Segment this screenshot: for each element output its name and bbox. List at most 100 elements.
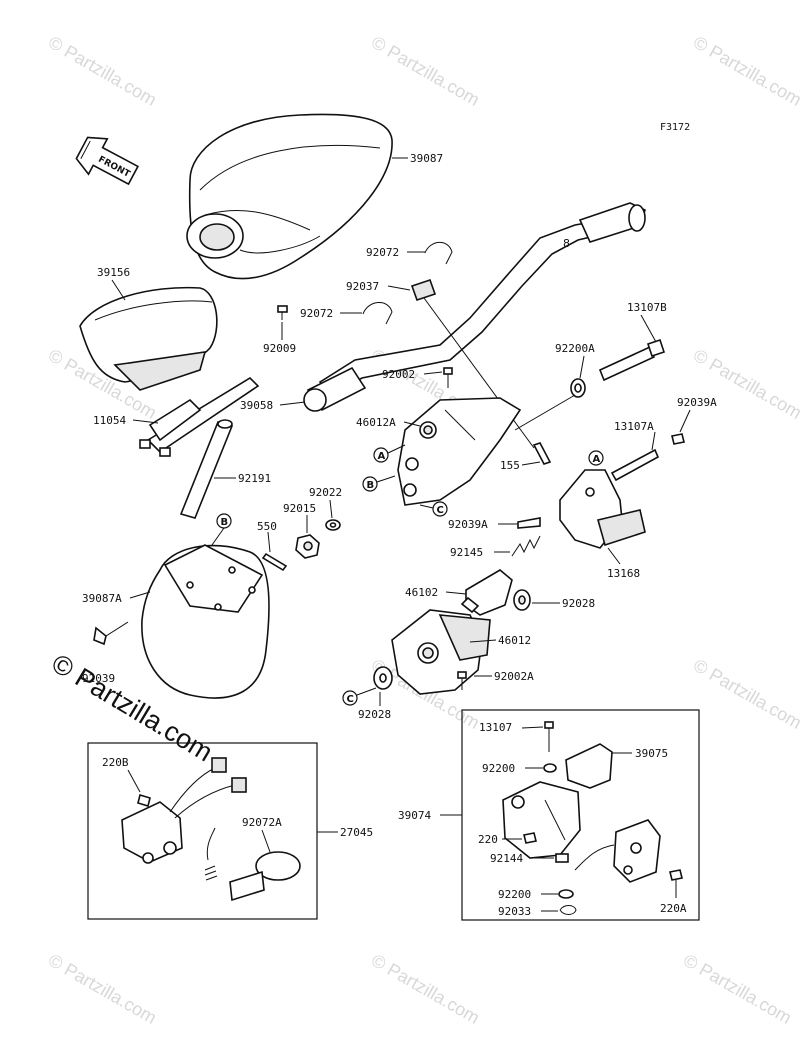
screw-220B <box>137 793 151 808</box>
tube-92191 <box>179 419 234 519</box>
part-label-92037: 92037 <box>346 280 379 293</box>
part-label-92022: 92022 <box>309 486 342 499</box>
part-label-46012: 46012 <box>498 634 531 647</box>
part-label-39058: 39058 <box>240 399 273 412</box>
washer-92022 <box>325 519 341 531</box>
callout-b: B <box>362 476 378 492</box>
screw-92039A-top <box>671 433 685 445</box>
svg-text:8: 8 <box>563 237 570 250</box>
pin-13107A <box>610 448 660 482</box>
part-label-11054: 11054 <box>93 414 126 427</box>
bolt-92002 <box>443 367 453 388</box>
switch-220B-assembly <box>121 757 247 864</box>
lanyard-clip <box>204 827 218 881</box>
part-label-92200A: 92200A <box>555 342 595 355</box>
callout-c: C <box>432 501 448 517</box>
callout-b: B <box>216 513 232 529</box>
callout-a: A <box>373 447 389 463</box>
part-label-92039A-top: 92039A <box>677 396 717 409</box>
bracket-39075 <box>565 743 613 789</box>
part-label-92072-lower: 92072 <box>300 307 333 320</box>
bolt-13107B <box>598 338 666 382</box>
part-label-39087: 39087 <box>410 152 443 165</box>
svg-text:B: B <box>367 480 375 491</box>
part-label-39075: 39075 <box>635 747 668 760</box>
part-label-92028-bottom: 92028 <box>358 708 391 721</box>
bolt-13107 <box>544 721 554 752</box>
part-label-13107: 13107 <box>479 721 512 734</box>
washer-92028-bottom <box>373 666 393 690</box>
screw-92009 <box>277 305 288 320</box>
clamp-92072A <box>229 851 301 902</box>
pad-39156 <box>79 286 218 391</box>
part-label-39087A: 39087A <box>82 592 122 605</box>
part-label-92144: 92144 <box>490 852 523 865</box>
clamp-92072-upper <box>424 241 453 265</box>
part-label-39156: 39156 <box>97 266 130 279</box>
svg-text:C: C <box>437 505 444 516</box>
part-label-92002: 92002 <box>382 368 415 381</box>
spring-92145 <box>511 535 541 557</box>
washer-92200-lower <box>558 889 574 899</box>
part-label-155: 155 <box>500 459 520 472</box>
part-label-46012A: 46012A <box>356 416 396 429</box>
screw-220 <box>523 832 537 844</box>
collar-92144 <box>555 853 569 863</box>
grip-39058 <box>303 366 367 412</box>
part-label-13107A: 13107A <box>614 420 654 433</box>
bolt-155 <box>532 442 552 465</box>
svg-text:A: A <box>593 454 601 465</box>
figure-id: F3172 <box>660 122 690 133</box>
screw-92039A-mid <box>517 517 541 529</box>
part-label-13168: 13168 <box>607 567 640 580</box>
part-label-92072-upper: 92072 <box>366 246 399 259</box>
part-label-92015: 92015 <box>283 502 316 515</box>
screw-220A <box>669 869 683 881</box>
clip-92033 <box>559 905 577 915</box>
part-label-92039A-mid: 92039A <box>448 518 488 531</box>
nut-92015 <box>295 534 320 559</box>
clip-92037 <box>410 278 437 302</box>
part-label-92009: 92009 <box>263 342 296 355</box>
steering-holder-46012 <box>391 609 491 695</box>
part-label-220: 220 <box>478 833 498 846</box>
washer-92028-right <box>513 589 531 611</box>
box-27045 <box>87 742 318 920</box>
part-label-220B: 220B <box>102 756 129 769</box>
handlebar: 8 <box>318 202 646 398</box>
part-label-92028-right: 92028 <box>562 597 595 610</box>
part-label-92145: 92145 <box>450 546 483 559</box>
steering-holder-46012A <box>397 397 522 506</box>
part-label-92002A: 92002A <box>494 670 534 683</box>
lever-46102 <box>460 569 513 616</box>
part-label-27045: 27045 <box>340 826 373 839</box>
svg-text:A: A <box>378 451 386 462</box>
part-label-92200-lower: 92200 <box>498 888 531 901</box>
part-label-13107B: 13107B <box>627 301 667 314</box>
part-label-92072A: 92072A <box>242 816 282 829</box>
part-label-39074: 39074 <box>398 809 431 822</box>
bolt-92002A <box>457 671 467 690</box>
callout-c: C <box>342 690 358 706</box>
part-label-220A: 220A <box>660 902 687 915</box>
lower-cover-39087A <box>141 544 270 699</box>
part-label-92039: 92039 <box>82 672 115 685</box>
bracket-11054 <box>139 376 260 457</box>
clamp-92072-lower <box>362 302 393 325</box>
pin-550 <box>261 552 288 572</box>
bracket-13168 <box>559 469 646 549</box>
svg-text:B: B <box>221 517 229 528</box>
svg-text:C: C <box>347 694 354 705</box>
front-arrow-icon: FRONT <box>75 136 139 186</box>
part-label-92191: 92191 <box>238 472 271 485</box>
callout-a: A <box>588 450 604 466</box>
washer-92200 <box>543 763 557 773</box>
part-label-92200: 92200 <box>482 762 515 775</box>
housing-39074 <box>502 781 581 859</box>
part-label-46102: 46102 <box>405 586 438 599</box>
part-label-92033: 92033 <box>498 905 531 918</box>
switch-220A-assembly <box>574 819 661 883</box>
screw-92039 <box>93 621 129 646</box>
part-label-550: 550 <box>257 520 277 533</box>
